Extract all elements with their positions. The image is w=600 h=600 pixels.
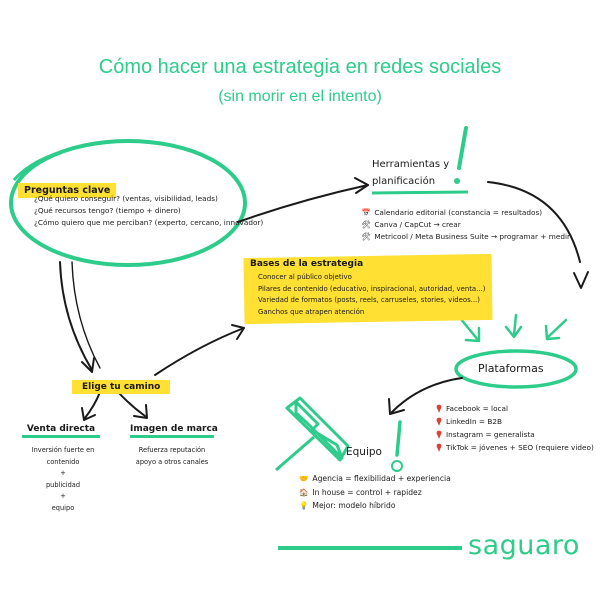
green-arrow-1: [458, 316, 480, 342]
marca-heading: Imagen de marca: [130, 424, 218, 438]
brand-logo: saguaro: [468, 530, 580, 561]
arrow-camino-to-marca: [117, 391, 146, 417]
exclamation-dot-equipo: [391, 460, 403, 472]
house-icon: 🏠: [299, 487, 309, 497]
herramientas-item: 📅 Calendario editorial (constancia = res…: [361, 208, 543, 217]
bases-item: Variedad de formatos (posts, reels, carr…: [258, 296, 480, 304]
bases-list: Conocer al público objetivo Pilares de c…: [258, 272, 485, 318]
marca-block: Imagen de marca: [130, 424, 218, 438]
arrow-camino-to-venta: [84, 391, 101, 419]
arrow-preguntas-to-herramientas: [237, 184, 369, 223]
preguntas-ellipse: [9, 139, 247, 267]
green-arrow-2: [512, 313, 518, 337]
plataformas-item: LinkedIn = B2B: [446, 417, 502, 426]
herramientas-item: 🛠 Canva / CapCut → crear: [361, 220, 461, 229]
equipo-item: 🤝 Agencia = flexibilidad + experiencia: [298, 472, 451, 486]
herramientas-item: 🛠 Metricool / Meta Business Suite → prog…: [361, 232, 571, 241]
preguntas-item: ¿Cómo quiero que me perciban? (experto, …: [34, 218, 264, 227]
plataformas-item: TikTok = jóvenes + SEO (requiere video): [446, 443, 594, 452]
herramientas-list: 📅 Calendario editorial (constancia = res…: [360, 207, 570, 243]
tools-icon: 🛠: [361, 232, 371, 241]
bases-item: Conocer al público objetivo: [258, 273, 352, 281]
preguntas-ellipse-tail: [12, 140, 111, 181]
equipo-item: 🏠 In house = control + rapidez: [298, 486, 451, 500]
exclamation-mark-herramientas: [457, 126, 468, 170]
venta-lines: Inversión fuerte en contenido + publicid…: [31, 446, 95, 512]
arrow-herramientas-to-plataformas: [487, 181, 581, 263]
pushpin-icon: [275, 396, 350, 472]
camino-block: Elige tu camino: [72, 374, 171, 394]
location-pins: [436, 404, 442, 452]
handshake-icon: 🤝: [299, 474, 309, 483]
equipo-item: 💡 Mejor: modelo híbrido: [298, 499, 451, 513]
arrow-plataformas-to-equipo: [391, 377, 463, 413]
plataformas-item: Instagram = generalista: [446, 430, 535, 439]
marca-lines: Refuerza reputación apoyo a otros canale…: [135, 446, 209, 466]
plataformas-heading: Plataformas: [478, 362, 544, 375]
preguntas-heading: Preguntas clave: [18, 183, 117, 198]
venta-heading: Venta directa: [22, 424, 100, 438]
exclamation-dot-herramientas: [454, 178, 460, 184]
bases-item: Pilares de contenido (educativo, inspira…: [258, 284, 486, 293]
preguntas-item: ¿Qué quiero conseguir? (ventas, visibili…: [34, 194, 218, 203]
bases-heading: Bases de la estrategia: [250, 259, 364, 269]
equipo-list: 🤝 Agencia = flexibilidad + experiencia 🏠…: [298, 472, 451, 513]
green-arrow-3: [546, 318, 568, 339]
arrow-camino-to-bases: [154, 327, 245, 376]
herramientas-heading: Herramientas y planificación: [372, 159, 450, 187]
lightbulb-icon: 💡: [299, 501, 309, 510]
bases-item: Ganchos que atrapen atención: [258, 307, 365, 316]
plataformas-list: Facebook = local LinkedIn = B2B Instagra…: [446, 402, 594, 454]
equipo-heading: Equipo: [346, 446, 382, 458]
herramientas-underline: [371, 190, 469, 195]
plataformas-item: Facebook = local: [446, 404, 509, 413]
tools-icon: 🛠: [361, 220, 371, 229]
venta-block: Venta directa: [22, 424, 100, 438]
preguntas-list: ¿Qué quiero conseguir? (ventas, visibili…: [34, 193, 263, 229]
camino-heading: Elige tu camino: [72, 380, 171, 394]
calendar-icon: 📅: [361, 208, 371, 217]
preguntas-item: ¿Qué recursos tengo? (tiempo + dinero): [34, 206, 181, 215]
arrow-preguntas-to-camino: [59, 261, 93, 371]
exclamation-mark-equipo: [395, 420, 402, 457]
page-title: Cómo hacer una estrategia en redes socia…: [98, 56, 502, 78]
plataformas-ellipse: [454, 349, 578, 389]
preguntas-block: Preguntas clave: [18, 178, 117, 198]
page-subtitle: (sin morir en el intento): [218, 88, 382, 105]
